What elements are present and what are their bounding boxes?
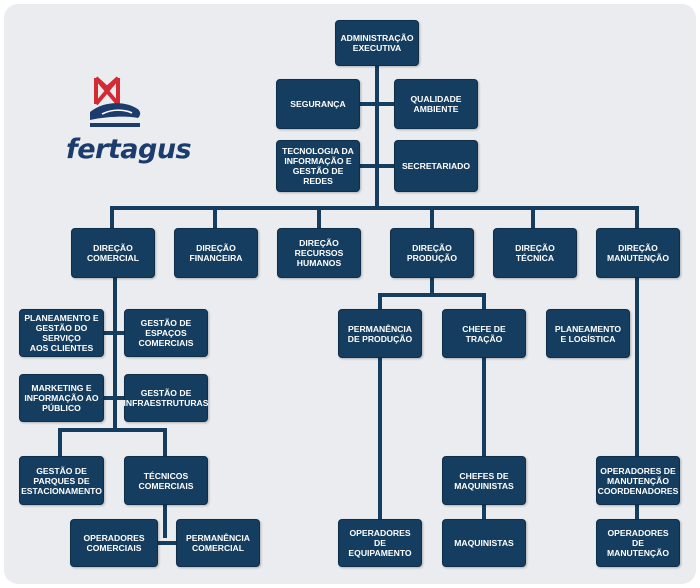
node-seguranca: SEGURANÇA (276, 79, 360, 129)
node-permanencia-comercial: PERMANÊNCIA COMERCIAL (176, 519, 260, 567)
node-gestao-infraestruturas: GESTÃO DE INFRAESTRUTURAS (124, 374, 209, 422)
node-secretariado: SECRETARIADO (394, 140, 478, 192)
node-maquinistas: MAQUINISTAS (442, 519, 526, 567)
node-chefe-tracao: CHEFE DE TRAÇÃO (442, 309, 526, 358)
node-operadores-manutencao: OPERADORES DE MANUTENÇÃO (596, 519, 680, 567)
fertagus-train-logo-icon (90, 76, 141, 127)
node-gestao-espacos-comerciais: GESTÃO DE ESPAÇOS COMERCIAIS (124, 309, 208, 357)
node-operadores-manutencao-coordenadores: OPERADORES DE MANUTENÇÃO COORDENADORES (596, 456, 680, 505)
node-direcao-recursos-humanos: DIREÇÃO RECURSOS HUMANOS (277, 228, 361, 278)
brand-wordmark: fertagus (66, 134, 192, 165)
node-direcao-manutencao: DIREÇÃO MANUTENÇÃO (596, 228, 680, 278)
node-permanencia-producao: PERMANÊNCIA DE PRODUÇÃO (338, 309, 422, 358)
node-tecnologia-informacao: TECNOLOGIA DA INFORMAÇÃO E GESTÃO DE RED… (276, 140, 360, 192)
node-gestao-parques-estacionamento: GESTÃO DE PARQUES DE ESTACIONAMENTO (19, 456, 104, 505)
node-tecnicos-comerciais: TÉCNICOS COMERCIAIS (124, 456, 208, 505)
node-operadores-equipamento: OPERADORES DE EQUIPAMENTO (338, 519, 422, 567)
node-direcao-comercial: DIREÇÃO COMERCIAL (71, 228, 155, 278)
node-marketing-informacao: MARKETING E INFORMAÇÃO AO PÚBLICO (19, 374, 104, 422)
node-qualidade-ambiente: QUALIDADE AMBIENTE (394, 79, 478, 129)
node-administracao-executiva: ADMINISTRAÇÃO EXECUTIVA (335, 20, 419, 66)
node-direcao-tecnica: DIREÇÃO TÉCNICA (493, 228, 577, 278)
node-planeamento-logistica: PLANEAMENTO E LOGÍSTICA (546, 309, 630, 358)
node-planeamento-gestao-servico: PLANEAMENTO E GESTÃO DO SERVIÇO AOS CLIE… (19, 309, 104, 357)
node-chefes-maquinistas: CHEFES DE MAQUINISTAS (442, 456, 526, 505)
node-direcao-producao: DIREÇÃO PRODUÇÃO (390, 228, 474, 278)
node-direcao-financeira: DIREÇÃO FINANCEIRA (174, 228, 258, 278)
node-operadores-comerciais: OPERADORES COMERCIAIS (70, 519, 158, 567)
